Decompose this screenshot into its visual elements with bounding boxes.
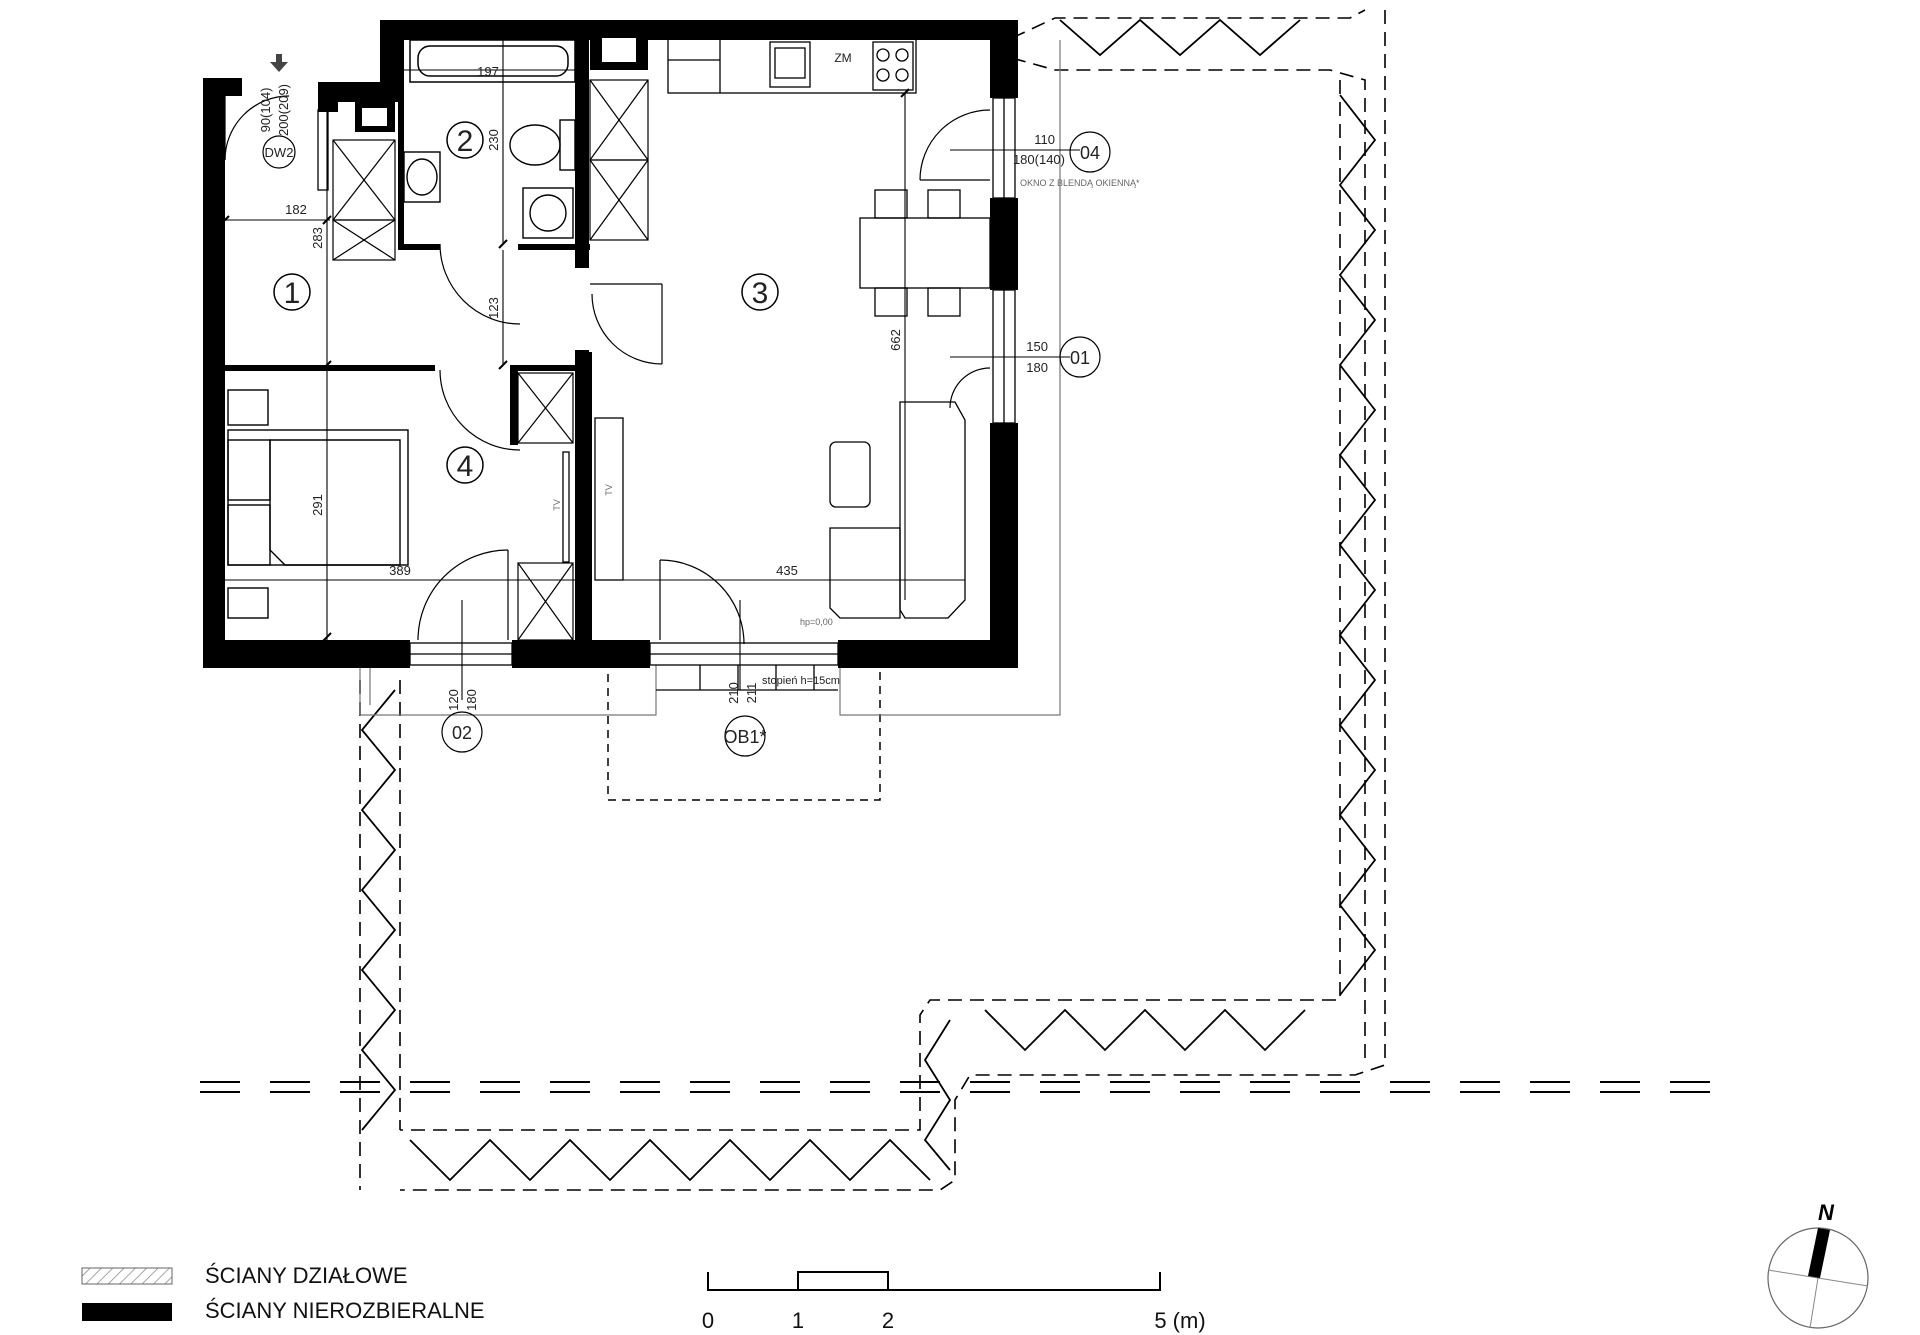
- toilet: [509, 119, 576, 171]
- bed: [227, 389, 409, 619]
- scale-label-5: 5 (m): [1154, 1308, 1205, 1333]
- window-02-marker: [441, 711, 483, 753]
- scale-label-1: 1: [792, 1308, 804, 1333]
- dim-hall-width: 182: [285, 202, 307, 217]
- boundary-line: [200, 1081, 1710, 1093]
- bathtub: [409, 39, 576, 83]
- window-ob1-code: OB1*: [723, 727, 766, 747]
- shelving-units: [332, 79, 649, 641]
- fridge-label: ZM: [834, 51, 851, 65]
- dim-bath-length: 230: [486, 129, 501, 151]
- window-02-height: 180: [464, 689, 479, 711]
- room-3-label: 3: [752, 277, 769, 310]
- window-ob1-width: 210: [726, 682, 741, 704]
- window-01-code: 01: [1070, 348, 1090, 368]
- partition-walls: [225, 38, 590, 650]
- window-01-width: 150: [1026, 339, 1048, 354]
- dim-bedroom-length: 291: [310, 494, 325, 516]
- legend-structural-label: ŚCIANY NIEROZBIERALNE: [205, 1298, 485, 1323]
- kitchen-counter: [667, 37, 917, 94]
- dim-bath-width: 197: [477, 64, 499, 79]
- window-04-note: OKNO Z BLENDĄ OKIENNĄ*: [1020, 178, 1140, 188]
- door-dw2-marker: [262, 135, 296, 169]
- door-swings: [224, 95, 991, 645]
- fence-zigzag: [360, 18, 1377, 1182]
- entrance-outline: [607, 660, 881, 801]
- dim-corridor: 123: [486, 297, 501, 319]
- legend-structural-swatch: [82, 1303, 172, 1321]
- window-02-code: 02: [452, 723, 472, 743]
- room-markers: [273, 121, 779, 484]
- window-04-code: 04: [1080, 143, 1100, 163]
- wall-cutouts: [362, 38, 636, 126]
- scale-bar: [707, 1271, 1161, 1291]
- dimension-ticks: [220, 88, 910, 642]
- scale-label-2: 2: [882, 1308, 894, 1333]
- compass-icon: [1767, 1227, 1869, 1329]
- window-01-marker: [1059, 336, 1101, 378]
- door-arrow-icon: [270, 54, 288, 72]
- room-1-label: 1: [284, 277, 301, 310]
- window-04-width: 110: [1034, 132, 1055, 147]
- bathroom-sink: [403, 151, 441, 203]
- compass-north-label: N: [1818, 1200, 1835, 1225]
- washing-machine: [522, 187, 574, 239]
- window-ob1-height: 211: [744, 683, 759, 704]
- dim-hall-length: 283: [310, 227, 325, 249]
- door-dw2-height: 200(209): [276, 84, 291, 136]
- dim-living-width: 435: [776, 563, 798, 578]
- terrace-outline: [359, 9, 1386, 1191]
- legend-partition-swatch: [81, 1267, 173, 1285]
- window-02-width: 120: [446, 689, 461, 711]
- door-dw2-code: DW2: [265, 145, 294, 160]
- window-04-marker: [1069, 131, 1111, 173]
- legend-partition-label: ŚCIANY DZIAŁOWE: [205, 1263, 408, 1288]
- tv-label-living: TV: [604, 484, 614, 496]
- room-2-label: 2: [457, 125, 474, 158]
- door-dw2-width: 90(104): [258, 88, 273, 133]
- window-frames: [317, 97, 1016, 691]
- sofa: [829, 401, 966, 619]
- scale-label-0: 0: [702, 1308, 714, 1333]
- dining-table: [859, 189, 991, 317]
- tv-label-bedroom: TV: [552, 499, 562, 511]
- dim-bedroom-width: 389: [389, 563, 411, 578]
- floor-level: hp=0,00: [800, 617, 833, 627]
- dim-living-length: 662: [888, 329, 903, 351]
- window-04-height: 180(140): [1013, 152, 1065, 167]
- room-4-label: 4: [457, 450, 474, 483]
- step-note: stopień h=15cm: [762, 675, 840, 687]
- window-01-height: 180: [1026, 360, 1048, 375]
- window-ob1-marker: [724, 715, 766, 757]
- dimension-lines: [225, 40, 1080, 700]
